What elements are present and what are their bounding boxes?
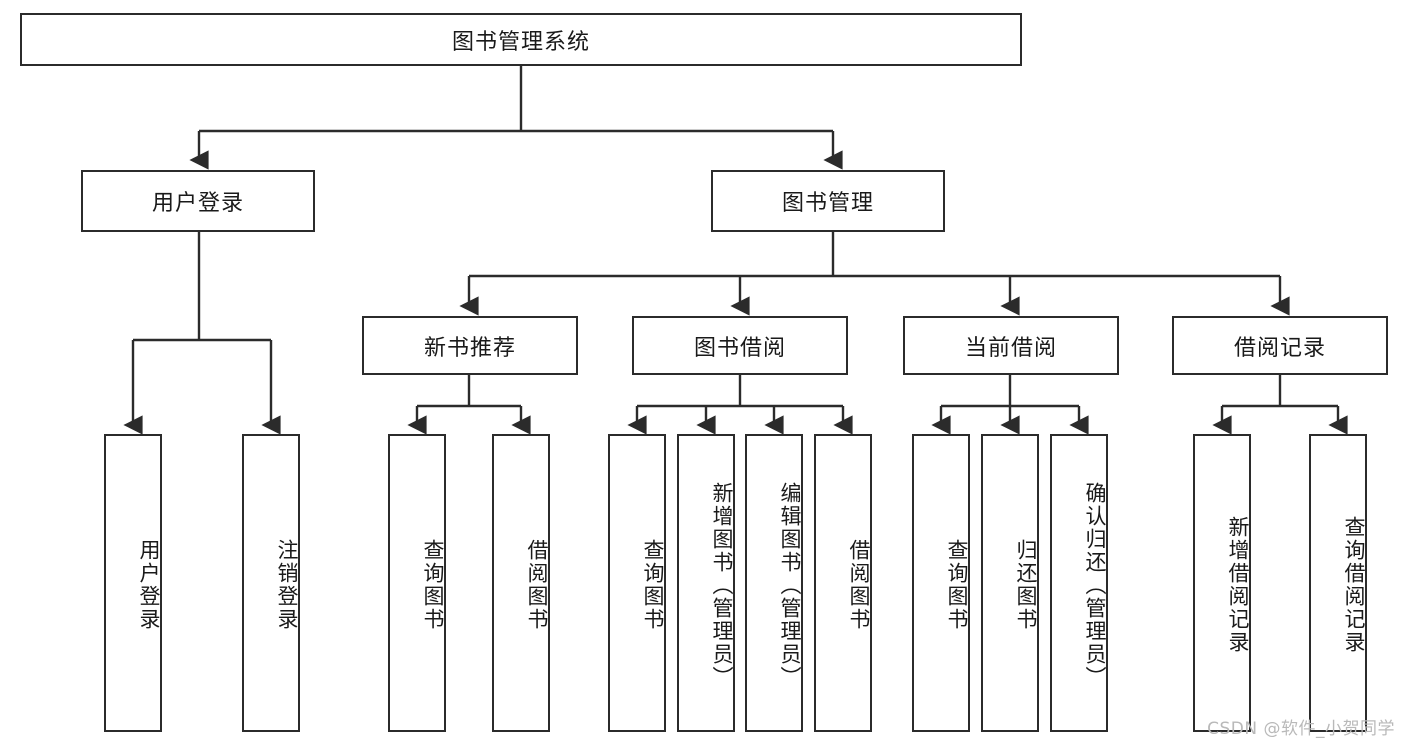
leaf-book-borrow-borrow-book[interactable]: 借阅图书 bbox=[814, 434, 872, 732]
node-label: 查询图书 bbox=[421, 539, 445, 631]
node-label: 借阅记录 bbox=[1233, 335, 1326, 361]
node-label: 归还图书 bbox=[1014, 539, 1038, 631]
node-root-book-management-system[interactable]: 图书管理系统 bbox=[20, 13, 1022, 66]
node-new-book-recommend[interactable]: 新书推荐 bbox=[362, 316, 578, 375]
node-label: 图书管理 bbox=[781, 191, 874, 216]
node-label: 图书管理系统 bbox=[451, 29, 590, 55]
leaf-new-book-query-book[interactable]: 查询图书 bbox=[388, 434, 446, 732]
node-label: 编辑图书（管理员） bbox=[778, 481, 802, 689]
leaf-current-borrow-return-book[interactable]: 归还图书 bbox=[981, 434, 1039, 732]
node-label: 新书推荐 bbox=[423, 335, 516, 361]
node-book-management[interactable]: 图书管理 bbox=[711, 170, 945, 232]
leaf-user-login-logout[interactable]: 注销登录 bbox=[242, 434, 300, 732]
leaf-user-login-login[interactable]: 用户登录 bbox=[104, 434, 162, 732]
node-label: 借阅图书 bbox=[847, 539, 871, 631]
node-label: 用户登录 bbox=[151, 191, 244, 216]
node-label: 查询图书 bbox=[945, 539, 969, 631]
leaf-book-borrow-edit-book-admin[interactable]: 编辑图书（管理员） bbox=[745, 434, 803, 732]
leaf-current-borrow-query-book[interactable]: 查询图书 bbox=[912, 434, 970, 732]
node-label: 查询借阅记录 bbox=[1342, 516, 1366, 654]
leaf-book-borrow-add-book-admin[interactable]: 新增图书（管理员） bbox=[677, 434, 735, 732]
leaf-new-book-borrow-book[interactable]: 借阅图书 bbox=[492, 434, 550, 732]
node-label: 新增借阅记录 bbox=[1226, 516, 1250, 654]
node-label: 借阅图书 bbox=[525, 539, 549, 631]
leaf-borrow-record-query-record[interactable]: 查询借阅记录 bbox=[1309, 434, 1367, 732]
node-label: 当前借阅 bbox=[964, 335, 1057, 361]
node-user-login[interactable]: 用户登录 bbox=[81, 170, 315, 232]
leaf-book-borrow-query-book[interactable]: 查询图书 bbox=[608, 434, 666, 732]
node-label: 图书借阅 bbox=[693, 335, 786, 361]
node-label: 用户登录 bbox=[137, 539, 161, 631]
node-label: 注销登录 bbox=[275, 539, 299, 631]
node-label: 查询图书 bbox=[641, 539, 665, 631]
leaf-current-borrow-confirm-return-admin[interactable]: 确认归还（管理员） bbox=[1050, 434, 1108, 732]
watermark: CSDN @软件_小贺同学 bbox=[1207, 719, 1395, 739]
node-current-borrow[interactable]: 当前借阅 bbox=[903, 316, 1119, 375]
node-label: 新增图书（管理员） bbox=[710, 481, 734, 689]
leaf-borrow-record-add-record[interactable]: 新增借阅记录 bbox=[1193, 434, 1251, 732]
node-book-borrow[interactable]: 图书借阅 bbox=[632, 316, 848, 375]
node-borrow-record[interactable]: 借阅记录 bbox=[1172, 316, 1388, 375]
node-label: 确认归还（管理员） bbox=[1083, 481, 1107, 689]
